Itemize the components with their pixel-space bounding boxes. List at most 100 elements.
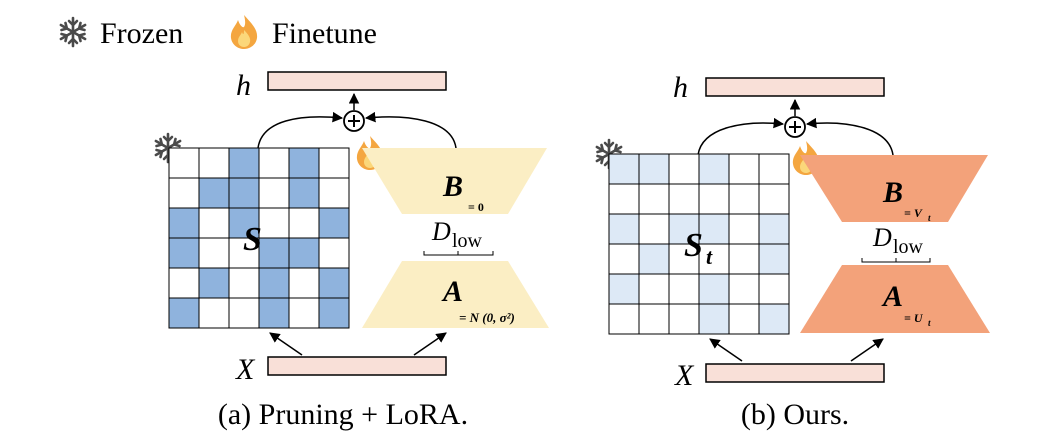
panel-a-mask-cell — [288, 237, 320, 269]
panel-b-mask-cell — [638, 213, 670, 245]
panel-a-mask-cell — [288, 147, 320, 179]
panel-b-mask-cell — [608, 153, 640, 185]
panel-b-mask-cell — [608, 213, 640, 245]
panel-b-mask-cell — [668, 243, 700, 275]
panel-b-x-bar — [705, 363, 885, 383]
panel-b-mask-cell — [668, 183, 700, 215]
panel-b-matrix-to-sum-arrow — [697, 117, 785, 156]
panel-b-matrix-label: S — [684, 227, 703, 264]
panel-b-mask-cell — [668, 273, 700, 305]
panel-a-x-bar — [267, 356, 447, 376]
panel-b-caption: (b) Ours. — [741, 398, 849, 431]
panel-b-dim-sub: low — [893, 236, 924, 258]
panel-a-mask-cell — [198, 297, 230, 329]
panel-b-lora-to-sum-arrow — [805, 117, 894, 156]
panel-a-mask-cell — [288, 297, 320, 329]
panel-b-mask-cell — [668, 213, 700, 245]
panel-b-dim-label: D — [872, 223, 892, 252]
panel-b-mask-cell — [638, 183, 670, 215]
panel-b-mask-cell — [698, 183, 730, 215]
panel-b-mask-cell — [728, 273, 760, 305]
panel-b-mask-cell — [608, 303, 640, 335]
panel-b: h S t B = V t D low A = U t X (b) Ours. — [595, 71, 990, 431]
panel-a-mask-cell — [198, 147, 230, 179]
panel-a-mask-cell — [168, 207, 200, 239]
panel-b-mask-cell — [728, 183, 760, 215]
panel-a-caption: (a) Pruning + LoRA. — [218, 398, 468, 431]
panel-b-B-label: B — [882, 176, 903, 209]
legend-finetune-label: Finetune — [272, 17, 377, 50]
panel-a-mask-cell — [168, 267, 200, 299]
panel-b-mask-cell — [758, 243, 790, 275]
panel-a-mask-cell — [228, 147, 260, 179]
panel-b-mask-cell — [638, 273, 670, 305]
panel-a-mask-grid — [168, 147, 350, 329]
panel-a-mask-cell — [318, 267, 350, 299]
legend-frozen-label: Frozen — [100, 17, 183, 50]
panel-a-mask-cell — [198, 207, 230, 239]
panel-a-mask-cell — [318, 147, 350, 179]
panel-a-mask-cell — [228, 297, 260, 329]
panel-a-mask-cell — [258, 207, 290, 239]
panel-a-mask-cell — [168, 237, 200, 269]
panel-a-mask-cell — [258, 297, 290, 329]
panel-b-mask-cell — [608, 243, 640, 275]
panel-a-mask-cell — [168, 297, 200, 329]
panel-a-h-label: h — [236, 69, 251, 102]
panel-b-mask-cell — [638, 243, 670, 275]
panel-a-mask-cell — [258, 177, 290, 209]
panel-b-h-label: h — [673, 71, 688, 104]
panel-b-mask-cell — [698, 243, 730, 275]
panel-a-B-trapezoid — [362, 148, 547, 214]
panel-b-mask-cell — [728, 303, 760, 335]
panel-a-mask-cell — [288, 267, 320, 299]
panel-a-mask-cell — [198, 237, 230, 269]
panel-a-h-bar — [267, 71, 447, 91]
panel-b-mask-cell — [698, 303, 730, 335]
panel-a-mask-cell — [288, 177, 320, 209]
panel-a-dim-label: D — [431, 217, 451, 246]
panel-b-input-to-lora-arrow — [850, 338, 884, 362]
panel-b-mask-cell — [668, 153, 700, 185]
flame-icon — [230, 15, 258, 49]
panel-a-input-to-matrix-arrow — [269, 332, 303, 356]
panel-a-B-label: B — [442, 170, 463, 203]
panel-b-A-sub: = U — [904, 311, 924, 325]
panel-a-mask-cell — [198, 267, 230, 299]
panel-a-x-label: X — [235, 353, 256, 386]
panel-b-mask-cell — [728, 243, 760, 275]
panel-a-mask-cell — [258, 147, 290, 179]
panel-b-A-label: A — [881, 280, 903, 313]
panel-b-A-trapezoid — [800, 265, 990, 333]
panel-a-A-label: A — [441, 275, 463, 308]
panel-b-mask-cell — [608, 183, 640, 215]
panel-b-mask-cell — [698, 153, 730, 185]
panel-a-mask-cell — [318, 177, 350, 209]
panel-b-input-to-matrix-arrow — [709, 338, 743, 362]
panel-a-mask-cell — [228, 177, 260, 209]
panel-a-mask-cell — [288, 207, 320, 239]
panel-a-matrix-to-sum-arrow — [257, 111, 344, 149]
panel-a-mask-cell — [318, 297, 350, 329]
panel-b-h-bar — [705, 77, 885, 97]
panel-b-mask-cell — [728, 213, 760, 245]
panel-b-matrix-sub: t — [706, 244, 713, 269]
panel-b-mask-cell — [638, 153, 670, 185]
panel-b-mask-cell — [758, 183, 790, 215]
panel-a-mask-cell — [168, 147, 200, 179]
panel-a-mask-cell — [168, 177, 200, 209]
panel-a-mask-cell — [318, 237, 350, 269]
panel-a-dim-sub: low — [452, 230, 483, 252]
panel-a-B-sub: = 0 — [468, 200, 484, 214]
panel-a-mask-cell — [258, 237, 290, 269]
panel-b-B-sub: = V — [904, 206, 923, 220]
panel-b-mask-grid — [608, 153, 790, 335]
panel-b-mask-cell — [758, 213, 790, 245]
panel-b-mask-cell — [758, 273, 790, 305]
panel-a-matrix-label: S — [243, 221, 262, 258]
legend: Frozen Finetune — [59, 15, 377, 50]
panel-b-mask-cell — [638, 303, 670, 335]
panel-b-x-label: X — [674, 359, 695, 392]
